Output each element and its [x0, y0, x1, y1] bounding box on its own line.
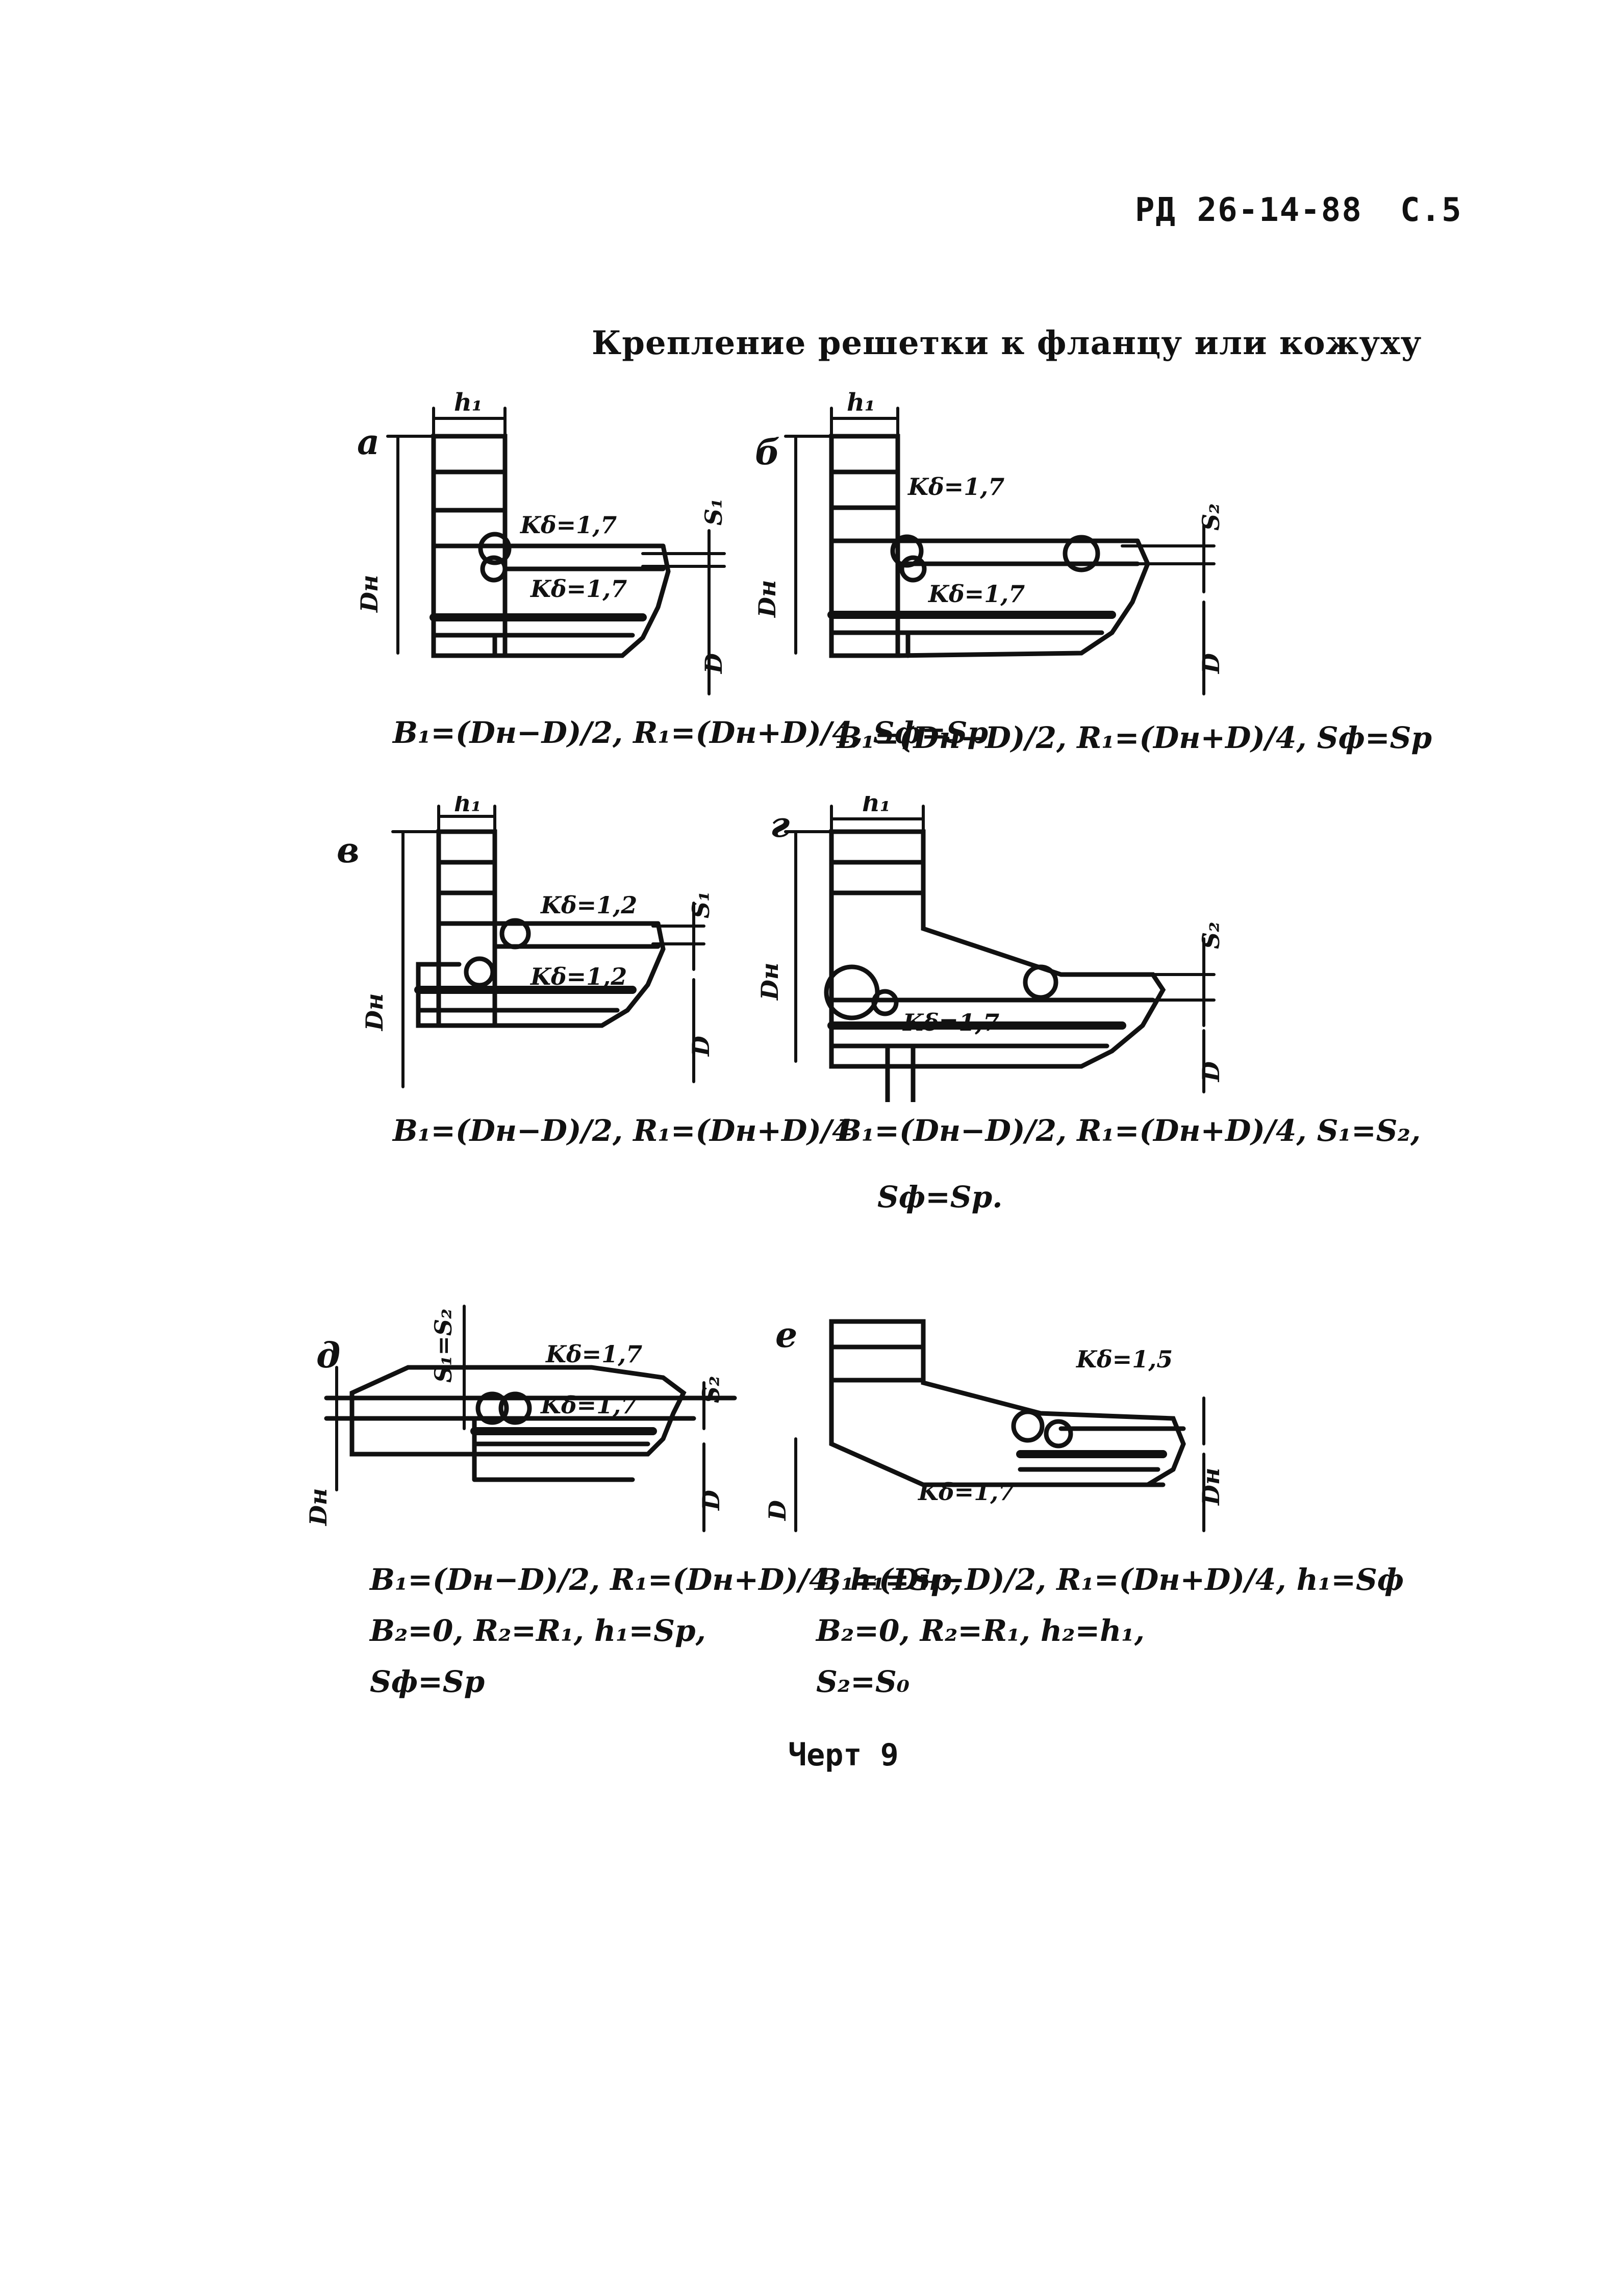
figure-e-weld-top: Kδ=1,5	[1075, 1345, 1173, 1373]
figure-a-dh-label: Dн	[357, 575, 383, 613]
figure-a-s-label: S₁	[700, 498, 727, 526]
figure-v: в h₁ Dн S₁ D Kδ=1,2 Kδ=1,2	[326, 796, 724, 1102]
figure-b-dh-label: Dн	[755, 580, 781, 618]
figure-b: б h₁ Dн S₂ D Kδ=1,7 Kδ=1,7	[755, 388, 1245, 704]
flange-body	[349, 1365, 687, 1457]
figure-e-letter: е	[775, 1315, 797, 1356]
figure-a-letter: а	[357, 422, 380, 463]
figure-b-s-label: S₂	[1197, 504, 1225, 531]
figure-v-d-label: D	[687, 1036, 715, 1057]
figure-d-formula-1: B₁=(Dн−D)/2, R₁=(Dн+D)/4, h₁=Sр,	[370, 1562, 962, 1597]
page-number: С.5	[1400, 191, 1462, 229]
figure-a-weld-bottom: Kδ=1,7	[529, 575, 627, 603]
figure-d-s2-label: S₂	[697, 1376, 725, 1403]
figure-v-s-label: S₁	[687, 891, 715, 918]
figure-e-d-label: D	[764, 1500, 791, 1521]
figure-v-weld-bottom: Kδ=1,2	[529, 963, 627, 990]
document-code: РД 26-14-88	[1135, 191, 1362, 229]
figure-a-formula: B₁=(Dн−D)/2, R₁=(Dн+D)/4, Sф=Sр	[393, 715, 989, 750]
figure-d-weld-top: Kδ=1,7	[545, 1340, 642, 1368]
figure-d-letter: д	[316, 1335, 340, 1376]
figure-d: д S₁=S₂ Dн S₂ D Kδ=1,7 Kδ=1,7	[306, 1276, 755, 1551]
figure-b-formula: B₁=(Dн−D)/2, R₁=(Dн+D)/4, Sф=Sр	[837, 720, 1432, 755]
figure-g-dh-label: Dн	[756, 963, 784, 1001]
figure-e-dh-label: Dн	[1197, 1468, 1225, 1506]
figure-d-formula-2: B₂=0, R₂=R₁, h₁=Sр,	[370, 1613, 706, 1648]
figure-d-weld-bottom: Kδ=1,7	[540, 1391, 637, 1419]
figure-v-formula: B₁=(Dн−D)/2, R₁=(Dн+D)/4	[393, 1113, 853, 1148]
figure-g-formula-2: Sф=Sр.	[877, 1180, 1003, 1214]
figure-v-h-label: h₁	[454, 796, 482, 817]
figure-d-formula-3: Sф=Sр	[370, 1664, 485, 1699]
flange-body	[829, 829, 1166, 1069]
figure-a-d-label: D	[700, 653, 727, 675]
figure-g-d-label: D	[1197, 1061, 1225, 1083]
figure-b-weld-bottom: Kδ=1,7	[927, 580, 1025, 608]
figure-d-s-label: S₁=S₂	[429, 1309, 457, 1383]
figure-b-letter: б	[755, 432, 780, 473]
figure-d-dh-label: Dн	[306, 1488, 332, 1527]
figure-d-drawing: д S₁=S₂ Dн S₂ D Kδ=1,7 Kδ=1,7	[306, 1305, 737, 1532]
drawing-caption: Черт 9	[788, 1737, 899, 1773]
figure-e-weld-bottom: Kδ=1,7	[917, 1478, 1015, 1506]
figure-g-h-label: h₁	[862, 796, 891, 817]
figure-v-weld-top: Kδ=1,2	[540, 891, 637, 919]
figure-a-weld-top: Kδ=1,7	[519, 511, 617, 539]
figure-g: г h₁ Dн S₂ D Kδ=1,7	[755, 796, 1245, 1102]
figure-v-letter: в	[337, 830, 360, 871]
section-title: Крепление решетки к фланцу или кожуху	[592, 324, 1422, 362]
figure-a-drawing: а h₁ Dн S₁ D Kδ=1,7 Kδ=1,7	[357, 388, 727, 695]
figure-e-formula-2: B₂=0, R₂=R₁, h₂=h₁,	[816, 1613, 1145, 1648]
figure-g-formula-1: B₁=(Dн−D)/2, R₁=(Dн+D)/4, S₁=S₂,	[837, 1113, 1421, 1148]
figure-a: а h₁ Dн S₁ D Kδ=1,7 Kδ=1,7	[357, 388, 755, 704]
figure-d-d-label: D	[697, 1490, 725, 1511]
figure-e: е D Dн Kδ=1,5 Kδ=1,7	[755, 1291, 1245, 1556]
figure-a-h-label: h₁	[454, 388, 483, 417]
figure-e-formula-3: S₂=S₀	[816, 1664, 910, 1699]
figure-b-drawing: б h₁ Dн S₂ D Kδ=1,7 Kδ=1,7	[755, 388, 1225, 695]
figure-b-weld-top: Kδ=1,7	[907, 473, 1004, 501]
figure-g-letter: г	[770, 805, 790, 845]
figure-v-dh-label: Dн	[361, 993, 388, 1032]
figure-g-drawing: г h₁ Dн S₂ D Kδ=1,7	[756, 796, 1225, 1102]
figure-b-h-label: h₁	[847, 388, 875, 417]
figure-v-drawing: в h₁ Dн S₁ D Kδ=1,2 Kδ=1,2	[337, 796, 715, 1088]
flange-body	[829, 1319, 1186, 1487]
figure-g-s-label: S₂	[1197, 922, 1225, 949]
figure-g-weld-bottom: Kδ=1,7	[902, 1009, 999, 1036]
figure-e-formula-1: B₁=(Dн−D)/2, R₁=(Dн+D)/4, h₁=Sф	[816, 1562, 1404, 1597]
figure-b-d-label: D	[1197, 653, 1225, 675]
flange-body	[829, 434, 900, 658]
figure-e-drawing: е D Dн Kδ=1,5 Kδ=1,7	[764, 1315, 1225, 1532]
